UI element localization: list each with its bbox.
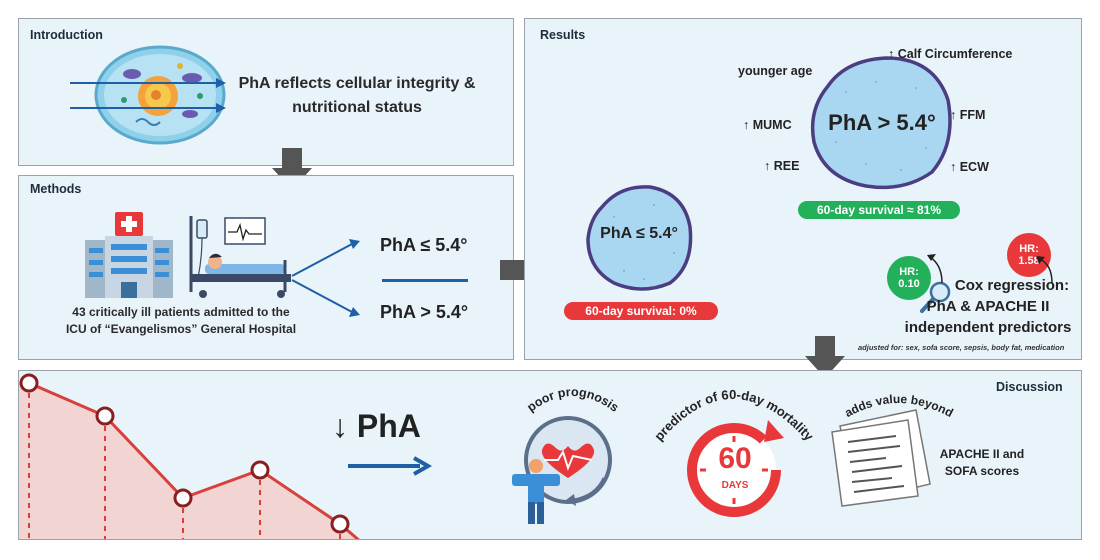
- scores-line-1: APACHE II and: [939, 447, 1025, 461]
- clock-number: 60: [718, 442, 752, 475]
- survival-low-badge: 60-day survival: 0%: [564, 302, 718, 320]
- clock-unit: DAYS: [721, 480, 749, 491]
- scores-text: APACHE II and SOFA scores: [932, 446, 1032, 480]
- down-arrow-intro-methods: [272, 148, 312, 190]
- magnifier-icon: [920, 281, 951, 313]
- documents-icon: [831, 409, 931, 507]
- assoc-ffm: ↑ FFM: [950, 108, 986, 122]
- poor-prognosis-arc-text: poor prognosis: [524, 385, 621, 415]
- group-low-label: PhA ≤ 5.4°: [380, 235, 468, 255]
- cox-line-1: Cox regression:: [954, 277, 1070, 294]
- cox-line-3: independent predictors: [904, 319, 1072, 336]
- assoc-ree: ↑ REE: [764, 159, 800, 173]
- cohort-description: 43 critically ill patients admitted to t…: [40, 304, 322, 338]
- cox-line-2: PhA & APACHE II: [926, 298, 1050, 315]
- intro-line-2: nutritional status: [292, 99, 422, 116]
- hr-apache-badge: HR: 1.58: [1007, 233, 1051, 277]
- assoc-mumc: ↑ MUMC: [743, 118, 792, 132]
- decline-chart-icon: [19, 373, 360, 539]
- survival-high-badge: 60-day survival ≈ 81%: [798, 201, 960, 219]
- methods-split-arrows: [291, 239, 360, 317]
- adjusted-note: adjusted for: sex, sofa score, sepsis, b…: [858, 343, 1065, 352]
- intro-statement: PhA reflects cellular integrity & nutrit…: [232, 72, 482, 120]
- hr-apache-label: HR:: [1019, 243, 1039, 255]
- down-arrow-results-discussion: [805, 336, 845, 378]
- hospital-icon: [85, 212, 173, 298]
- intro-line-1: PhA reflects cellular integrity &: [238, 75, 476, 92]
- discussion-title: Discussion: [996, 380, 1063, 394]
- discussion-right-arrow: [348, 456, 433, 476]
- small-cell-label: PhA ≤ 5.4°: [600, 225, 678, 242]
- cox-regression-text: Cox regression: PhA & APACHE II independ…: [898, 275, 1078, 338]
- pha-decrease-label: ↓ PhA: [332, 408, 421, 444]
- assoc-calf: ↑ Calf Circumference: [888, 47, 1013, 61]
- hr-pha-label: HR:: [899, 266, 919, 278]
- group-divider: [382, 279, 468, 282]
- assoc-age: younger age: [738, 64, 813, 78]
- hr-pha-value: 0.10: [898, 278, 920, 290]
- results-title: Results: [540, 28, 586, 42]
- cell-icon: [94, 45, 226, 145]
- hr-pha-badge: HR: 0.10: [887, 256, 931, 300]
- methods-title: Methods: [30, 182, 82, 196]
- scores-line-2: SOFA scores: [944, 464, 1020, 478]
- assoc-ecw: ↑ ECW: [950, 160, 989, 174]
- clock-heart-icon: [512, 416, 612, 524]
- big-cell-shape: [810, 56, 952, 190]
- patient-bed-icon: [189, 216, 291, 298]
- small-cell-shape: [586, 185, 693, 291]
- cohort-line-1: 43 critically ill patients admitted to t…: [72, 305, 290, 319]
- hr-apache-value: 1.58: [1018, 255, 1040, 267]
- big-cell-label: PhA > 5.4°: [828, 110, 936, 135]
- intro-arrows: [70, 78, 226, 113]
- hr-curved-arrows: [927, 254, 1053, 284]
- cohort-line-2: ICU of “Evangelismos” General Hospital: [65, 322, 297, 336]
- countdown-clock-icon: [687, 420, 784, 517]
- group-high-label: PhA > 5.4°: [380, 302, 469, 322]
- introduction-title: Introduction: [30, 28, 103, 42]
